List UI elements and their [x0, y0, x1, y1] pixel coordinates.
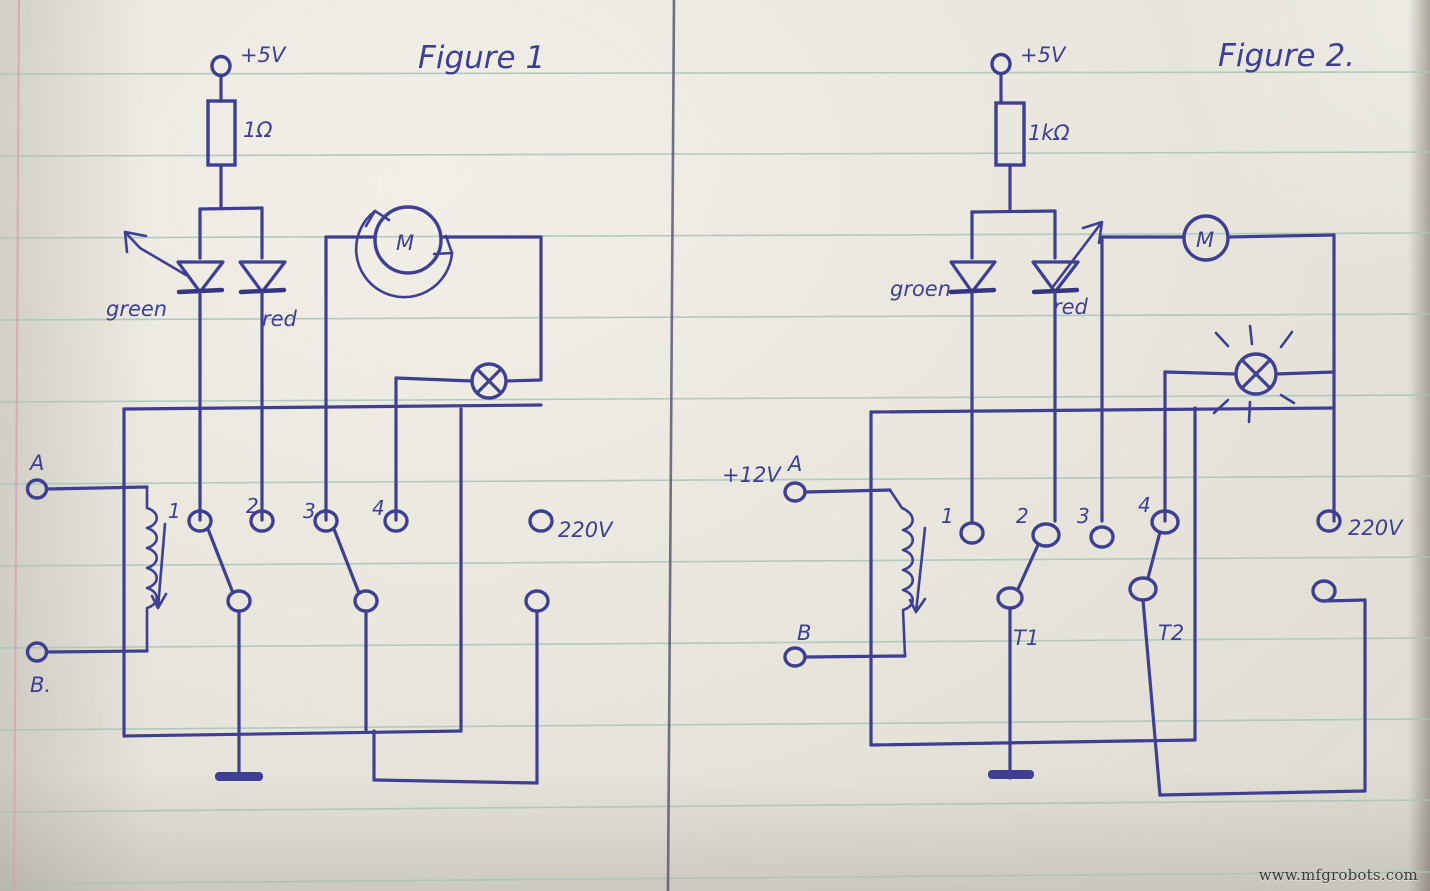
resistor-label-fig1: 1Ω	[243, 118, 272, 142]
ground-symbol-fig1	[215, 772, 263, 781]
figure-1-title: Figure 1	[418, 40, 545, 76]
resistor-fig2	[994, 101, 1026, 167]
red-led-label-fig1: red	[262, 307, 298, 331]
contact-2-label-fig1: 2	[246, 494, 259, 518]
relay-coil-arrow-fig1	[150, 522, 168, 610]
contact-4-label-fig2: 4	[1138, 493, 1151, 517]
supply-terminal-fig1	[210, 54, 232, 78]
supply-label-fig1: +5V	[240, 43, 287, 67]
terminal-b-label-fig1: B.	[30, 673, 51, 697]
contact-4-fig1	[383, 509, 409, 533]
contact-1-fig1	[187, 509, 213, 533]
motor-rotation-arc-fig1	[354, 209, 454, 299]
figure-1-group: Figure 1 +5V 1Ω green red	[25, 40, 614, 785]
mains-terminal-bottom-fig2	[1311, 579, 1337, 603]
terminal-b-fig2	[783, 646, 807, 668]
green-led-label-fig2: groen	[890, 277, 951, 301]
contact-4-fig2	[1150, 509, 1180, 535]
figure-2-title: Figure 2.	[1218, 38, 1355, 74]
mains-label-fig2: 220V	[1348, 516, 1404, 540]
margin-line	[13, 0, 20, 891]
mains-terminal-top-fig1	[528, 509, 554, 533]
contact-1-label-fig1: 1	[168, 499, 181, 523]
contact-1-fig2	[959, 521, 985, 545]
motor-label-fig2: M	[1196, 228, 1214, 252]
coil-supply-note-fig2: +12V	[722, 463, 782, 487]
switch-blade-2-fig2	[1016, 543, 1040, 591]
lamp-cross-fig2	[1240, 358, 1272, 390]
motor-rotation-arrowhead-fig1	[432, 234, 454, 256]
terminal-a-label-fig1: A	[28, 451, 44, 475]
figure-divider-line	[666, 0, 676, 891]
motor-label-fig1: M	[396, 231, 414, 255]
common-contact-t2-fig2	[1128, 576, 1158, 602]
red-led-triangle-fig2	[1031, 260, 1080, 294]
terminal-b-label-fig2: B	[797, 621, 811, 645]
relay-coil-fig2	[888, 488, 915, 658]
mains-terminal-top-fig2	[1316, 509, 1342, 533]
ground-symbol-fig2	[988, 770, 1034, 779]
resistor-fig1	[206, 99, 237, 167]
supply-label-fig2: +5V	[1020, 43, 1067, 67]
motor-circle-fig1	[373, 205, 443, 275]
green-led-triangle-fig1	[176, 260, 225, 294]
contact-3-fig1	[313, 509, 339, 533]
contact-3-label-fig2: 3	[1077, 504, 1090, 528]
mains-label-fig1: 220V	[558, 518, 614, 542]
common-contact-t1-fig2	[996, 586, 1024, 610]
lamp-cross-fig1	[475, 367, 503, 395]
figure-2-group: Figure 2. +5V 1kΩ groen red	[722, 38, 1404, 797]
supply-terminal-fig2	[990, 52, 1012, 76]
common-contact-left-fig1	[226, 589, 252, 613]
relay-coil-arrow-fig2	[908, 526, 927, 614]
relay-coil-fig1	[145, 485, 159, 653]
switch-blade-3-fig1	[332, 527, 361, 595]
contact-3-label-fig1: 3	[303, 499, 316, 523]
green-led-triangle-fig2	[949, 260, 997, 294]
motor-rotation-arrowhead2-fig1	[364, 209, 391, 228]
resistor-label-fig2: 1kΩ	[1028, 121, 1070, 145]
contact-2-label-fig2: 2	[1016, 504, 1029, 528]
green-led-pointer-arrow-fig1	[123, 230, 188, 277]
watermark: www.mfgrobots.com	[1258, 866, 1418, 884]
green-led-label-fig1: green	[106, 297, 167, 321]
terminal-a-fig1	[25, 478, 49, 500]
contact-3-fig2	[1089, 525, 1115, 549]
mains-terminal-bottom-fig1	[524, 589, 550, 613]
contact-4-label-fig1: 4	[372, 496, 385, 520]
t2-label-fig2: T2	[1158, 621, 1184, 645]
contact-2-fig1	[249, 509, 275, 533]
red-led-emission-arrow-fig2	[1050, 220, 1104, 290]
lamp-rays-fig2	[1212, 324, 1296, 424]
terminal-b-fig1	[25, 641, 49, 663]
contact-2-fig2	[1031, 522, 1061, 548]
switch-blade-4-fig2	[1146, 530, 1162, 580]
red-led-triangle-fig1	[238, 260, 287, 294]
switch-blade-1-fig1	[206, 527, 235, 595]
red-led-label-fig2: red	[1053, 295, 1089, 319]
terminal-a-label-fig2: A	[786, 452, 802, 476]
t1-label-fig2: T1	[1013, 626, 1039, 650]
terminal-a-fig2	[783, 481, 807, 503]
contact-1-label-fig2: 1	[941, 504, 954, 528]
